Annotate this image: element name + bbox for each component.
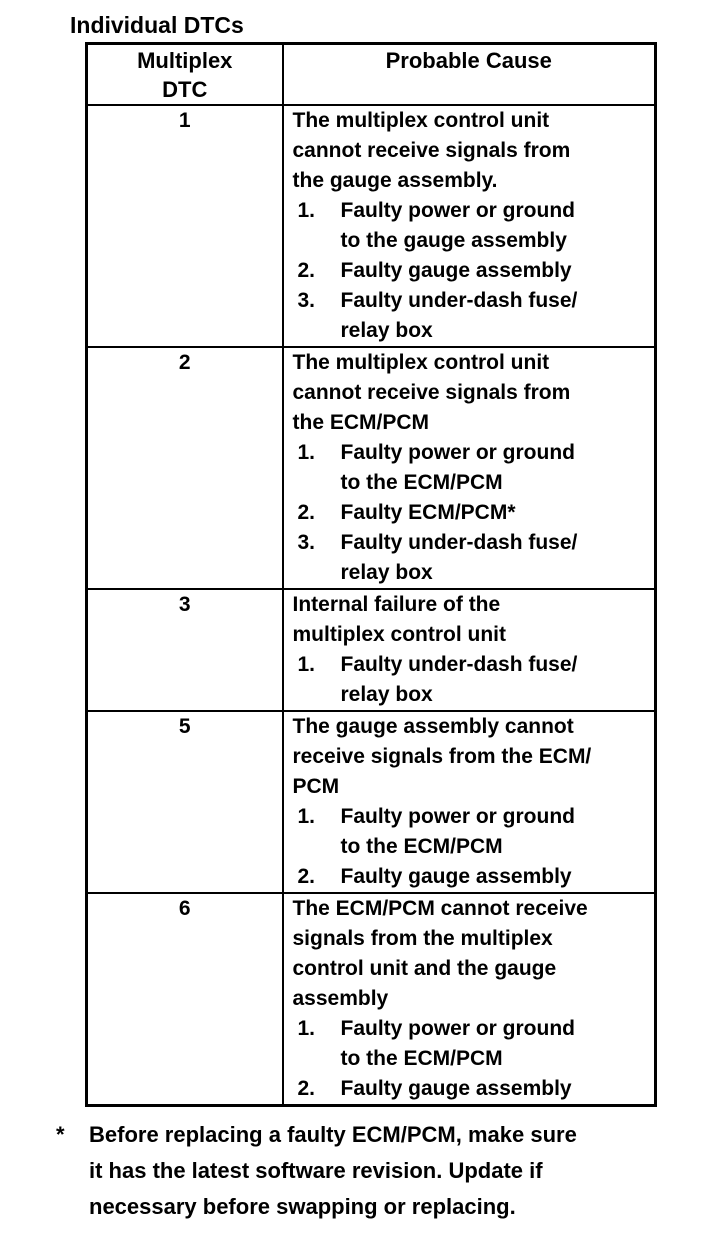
cause-item-number: 2. (297, 865, 316, 888)
cause-item-text: Faulty under-dash fuse/ relay box (340, 289, 578, 342)
cause-description: The gauge assembly cannot receive signal… (292, 715, 592, 798)
cause-list: 1. Faulty power or ground to the ECM/PCM 2… (293, 438, 652, 588)
table-row: 1 The multiplex control unit cannot rece… (85, 104, 657, 348)
table-row: 2 The multiplex control unit cannot rece… (85, 346, 657, 590)
dtc-code-cell: 6 (85, 892, 284, 1107)
cause-item-number: 1. (297, 1017, 316, 1040)
cause-item-number: 1. (297, 199, 316, 222)
header-row: Multiplex DTC Probable Cause (85, 42, 657, 106)
cause-item-number: 3. (297, 531, 316, 554)
cause-description: Internal failure of the multiplex contro… (292, 593, 507, 646)
table-row: 5 The gauge assembly cannot receive sign… (85, 710, 657, 894)
cause-item-text: Faulty power or ground to the ECM/PCM (340, 1017, 576, 1070)
cause-list-item: 1. Faulty under-dash fuse/ relay box (293, 650, 652, 710)
cause-list: 1. Faulty power or ground to the ECM/PCM 2… (293, 1014, 652, 1104)
dtc-table: Multiplex DTC Probable Cause 1 The multi… (85, 42, 657, 1107)
cause-item-number: 3. (297, 289, 316, 312)
cause-item-text: Faulty gauge assembly (340, 865, 572, 888)
cause-item-number: 2. (297, 1077, 316, 1100)
cause-description: The multiplex control unit cannot receiv… (292, 351, 571, 434)
table-row: 3 Internal failure of the multiplex cont… (85, 588, 657, 712)
dtc-table-body: 1 The multiplex control unit cannot rece… (85, 104, 657, 1107)
cause-list: 1. Faulty under-dash fuse/ relay box (293, 650, 652, 710)
probable-cause-cell: The ECM/PCM cannot receive signals from … (281, 892, 657, 1107)
probable-cause-cell: The gauge assembly cannot receive signal… (281, 710, 657, 894)
cause-item-text: Faulty power or ground to the ECM/PCM (340, 805, 576, 858)
cause-item-text: Faulty power or ground to the gauge asse… (340, 199, 576, 252)
column-header-probable-cause: Probable Cause (281, 42, 657, 106)
dtc-code-cell: 1 (85, 104, 284, 348)
probable-cause-cell: Internal failure of the multiplex contro… (281, 588, 657, 712)
cause-list-item: 2. Faulty gauge assembly (293, 256, 652, 286)
dtc-table-header: Multiplex DTC Probable Cause (85, 42, 657, 106)
footnote-asterisk-marker: * (56, 1122, 65, 1147)
cause-list-item: 3. Faulty under-dash fuse/ relay box (293, 286, 652, 346)
cause-item-text: Faulty gauge assembly (340, 1077, 572, 1100)
cause-item-text: Faulty under-dash fuse/ relay box (340, 653, 578, 706)
cause-description: The ECM/PCM cannot receive signals from … (292, 897, 588, 1010)
cause-list-item: 2. Faulty gauge assembly (293, 1074, 652, 1104)
column-header-multiplex-dtc: Multiplex DTC (85, 42, 284, 106)
cause-list-item: 1. Faulty power or ground to the ECM/PCM (293, 438, 652, 498)
dtc-code-cell: 2 (85, 346, 284, 590)
cause-item-text: Faulty under-dash fuse/ relay box (340, 531, 578, 584)
cause-list-item: 1. Faulty power or ground to the gauge as… (293, 196, 652, 256)
cause-item-text: Faulty ECM/PCM* (340, 501, 516, 524)
footnote: * Before replacing a faulty ECM/PCM, mak… (56, 1117, 676, 1225)
dtc-code-cell: 5 (85, 710, 284, 894)
cause-list-item: 1. Faulty power or ground to the ECM/PCM (293, 802, 652, 862)
cause-list-item: 2. Faulty gauge assembly (293, 862, 652, 892)
cause-list: 1. Faulty power or ground to the ECM/PCM 2… (293, 802, 652, 892)
probable-cause-cell: The multiplex control unit cannot receiv… (281, 346, 657, 590)
footnote-text: Before replacing a faulty ECM/PCM, make … (89, 1122, 577, 1219)
cause-list-item: 1. Faulty power or ground to the ECM/PCM (293, 1014, 652, 1074)
cause-description: The multiplex control unit cannot receiv… (292, 109, 571, 192)
dtc-code-cell: 3 (85, 588, 284, 712)
probable-cause-cell: The multiplex control unit cannot receiv… (281, 104, 657, 348)
cause-item-number: 1. (297, 805, 316, 828)
cause-item-text: Faulty power or ground to the ECM/PCM (340, 441, 576, 494)
cause-list-item: 2. Faulty ECM/PCM* (293, 498, 652, 528)
cause-item-number: 2. (297, 259, 316, 282)
table-row: 6 The ECM/PCM cannot receive signals fro… (85, 892, 657, 1107)
cause-list-item: 3. Faulty under-dash fuse/ relay box (293, 528, 652, 588)
cause-list: 1. Faulty power or ground to the gauge as… (293, 196, 652, 346)
cause-item-number: 1. (297, 441, 316, 464)
page-title: Individual DTCs (70, 12, 244, 38)
cause-item-number: 1. (297, 653, 316, 676)
cause-item-text: Faulty gauge assembly (340, 259, 572, 282)
cause-item-number: 2. (297, 501, 316, 524)
